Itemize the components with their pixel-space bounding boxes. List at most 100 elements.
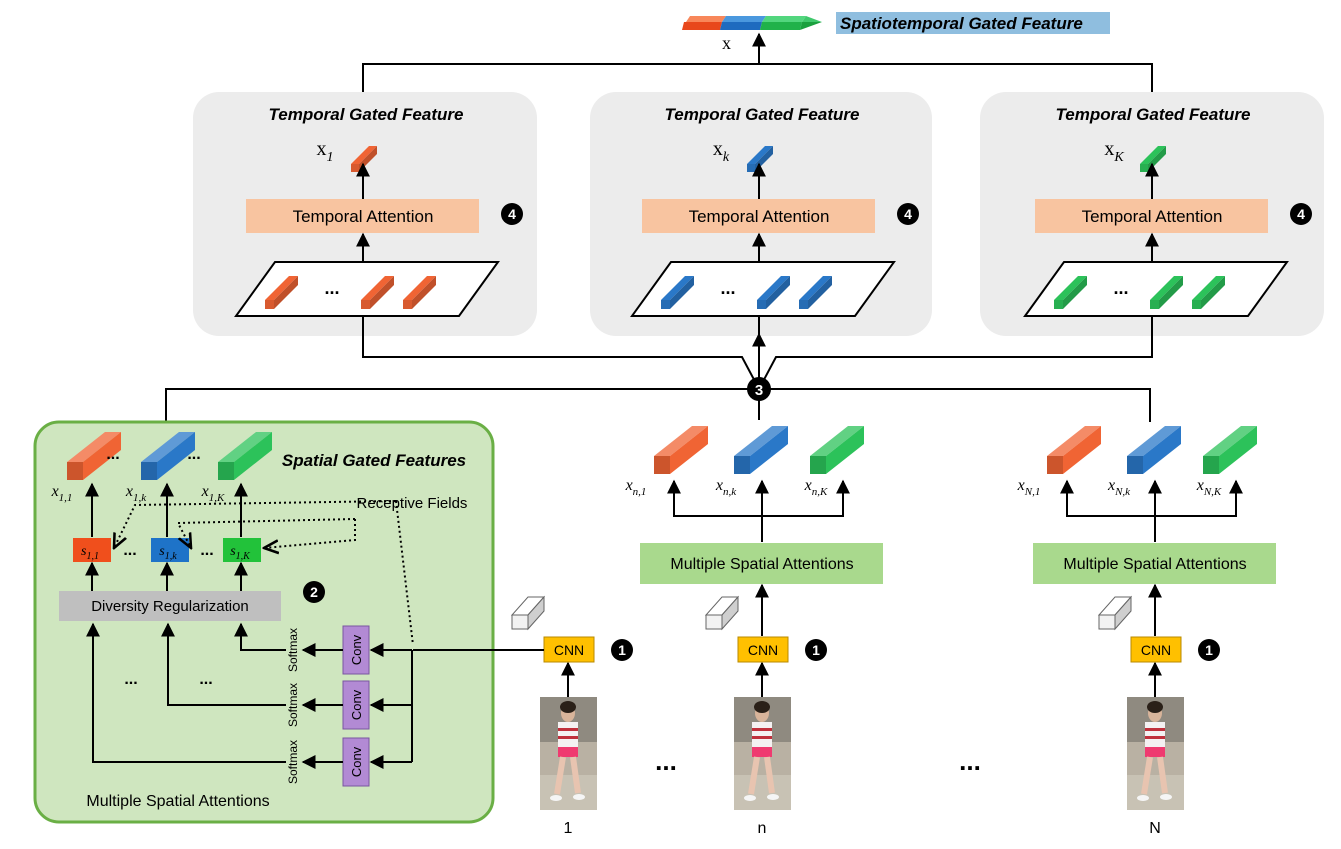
conv-box-1 (342, 625, 370, 675)
merge-step-badge: 3 (755, 382, 763, 399)
attention-map-1 (73, 538, 111, 562)
conv-label-3: Conv (349, 746, 364, 777)
diversity-regularization-label: Diversity Regularization (91, 598, 249, 615)
output-title-highlight (836, 12, 1110, 34)
softmax-label-3: Softmax (286, 740, 300, 784)
temporal-title: Temporal Gated Feature (665, 105, 860, 124)
frame-feature-bar-1 (654, 426, 708, 474)
softmax-label-1: Softmax (286, 628, 300, 672)
temporal-stack-bar-1 (1054, 276, 1087, 309)
frame-image-3 (1127, 697, 1184, 810)
map-ellipsis-1: ... (123, 542, 136, 559)
temporal-title: Temporal Gated Feature (269, 105, 464, 124)
conv-label-2: Conv (349, 689, 364, 720)
conv-box-3 (342, 737, 370, 787)
attention-map-label-3: s1,K (230, 544, 251, 562)
conv-ellipsis-1: ... (124, 671, 137, 688)
cnn-step-badge: 1 (611, 639, 633, 661)
temporal-frame-stack (234, 261, 500, 317)
diversity-step-badge: 2 (303, 581, 325, 603)
temporal-step-badge-label: 4 (508, 206, 516, 222)
frame-label-2: n (758, 820, 767, 837)
temporal-attention-box (246, 199, 479, 233)
temporal-stack-bar-1 (265, 276, 298, 309)
attention-map-label-2: s1,k (159, 544, 177, 562)
feature-map-cube (510, 595, 546, 631)
softmax-to-diversity-3 (86, 622, 286, 763)
temporal-step-badge: 4 (1290, 203, 1312, 225)
msa-box (1033, 543, 1276, 584)
temporal-title: Temporal Gated Feature (1056, 105, 1251, 124)
receptive-field-line-1 (114, 500, 397, 548)
spatial-panel-title: Spatial Gated Features (282, 451, 466, 470)
merge-node: 3 (165, 316, 1153, 422)
cnn-box (737, 636, 789, 663)
frame-feature-label-3: xN,K (1196, 477, 1222, 498)
frame-feature-bar-3 (810, 426, 864, 474)
temporal-stack-ellipsis: ... (720, 278, 735, 298)
frame-image-2 (734, 697, 791, 810)
temporal-frame-stack (630, 261, 896, 317)
frame-label-3: N (1149, 820, 1161, 837)
frame-feature-label-3: xn,K (804, 477, 828, 498)
frames-ellipsis-1: ... (655, 746, 677, 776)
cnn-step-badge: 1 (805, 639, 827, 661)
temporal-step-badge: 4 (501, 203, 523, 225)
diversity-step-badge-label: 2 (310, 584, 318, 600)
temporal-stack-ellipsis: ... (324, 278, 339, 298)
temporal-step-badge-label: 4 (1297, 206, 1305, 222)
temporal-attention-box (642, 199, 875, 233)
temporal-feature-symbol: x1 (317, 138, 334, 165)
spatial-feature-bar-1 (67, 432, 121, 480)
temporal-stack-bar-3 (1192, 276, 1225, 309)
frame-feature-label-1: xN,1 (1017, 477, 1041, 498)
spatial-feature-label-1: x1,1 (51, 483, 73, 504)
temporal-feature-symbol: xk (713, 138, 730, 165)
temporal-feature-symbol: xK (1104, 138, 1124, 165)
diversity-regularization-box (59, 591, 281, 621)
temporal-frame-stack (1023, 261, 1289, 317)
temporal-step-badge-label: 4 (904, 206, 912, 222)
frame-feature-bar-1 (1047, 426, 1101, 474)
attention-map-3 (223, 538, 261, 562)
temporal-stack-bar-2 (757, 276, 790, 309)
temporal-attention-label: Temporal Attention (1082, 207, 1223, 226)
msa-label: Multiple Spatial Attentions (670, 556, 853, 573)
receptive-field-line-4 (264, 519, 356, 548)
temporal-stack-bar-3 (403, 276, 436, 309)
temporal-stack-bar-3 (799, 276, 832, 309)
cnn-step-badge: 1 (1198, 639, 1220, 661)
cnn-step-badge-label: 1 (1205, 642, 1213, 658)
frames-ellipsis-2: ... (959, 746, 981, 776)
output-title: Spatiotemporal Gated Feature (840, 14, 1083, 33)
attention-map-label-1: s1,1 (81, 544, 99, 562)
cnn-label: CNN (1141, 642, 1171, 658)
cnn-step-badge-label: 1 (812, 642, 820, 658)
cnn-box (543, 636, 595, 663)
frame-label-1: 1 (564, 820, 573, 837)
top-bus-line (362, 63, 1153, 92)
frame-feature-label-1: xn,1 (625, 477, 647, 498)
softmax-to-diversity-1 (234, 622, 286, 651)
softmax-label-2: Softmax (286, 683, 300, 727)
spatial-feature-bar-2 (141, 432, 195, 480)
feature-map-cube (704, 595, 740, 631)
frame-image-1 (540, 697, 597, 810)
spatial-ellipsis-1: ... (106, 446, 119, 463)
frame-feature-label-2: xN,k (1107, 477, 1131, 498)
cnn-box (1130, 636, 1182, 663)
temporal-branch-3: Temporal Gated Feature xK Temporal Attenti… (980, 92, 1324, 336)
frames: 1 CNN 1 n CNN 1 Multiple Spatial Attentions xn,… (413, 426, 1276, 837)
conv-ellipsis-2: ... (199, 671, 212, 688)
cnn-label: CNN (748, 642, 778, 658)
receptive-field-line-3 (395, 500, 414, 646)
map-ellipsis-2: ... (200, 542, 213, 559)
temporal-step-badge: 4 (897, 203, 919, 225)
frame-feature-bar-3 (1203, 426, 1257, 474)
